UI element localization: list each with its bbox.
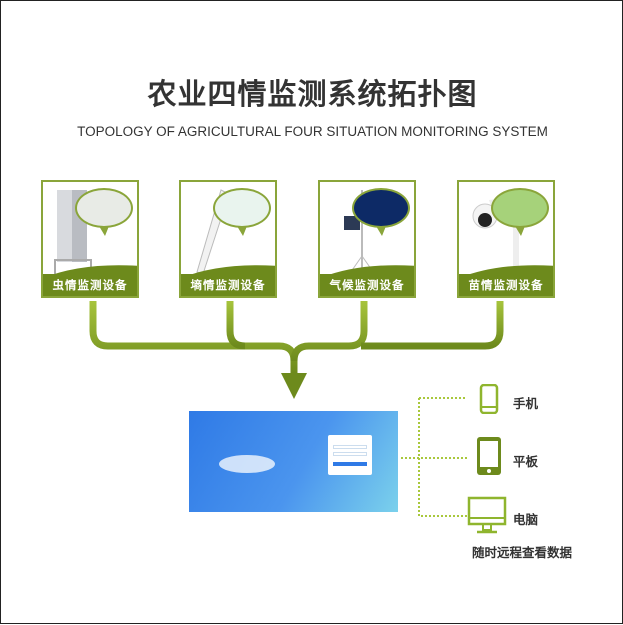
soil-data-bubble <box>213 188 271 228</box>
client-label: 平板 <box>513 454 539 469</box>
remote-caption: 随时远程查看数据 <box>471 545 572 560</box>
device-panel-insect: 虫情监测设备 <box>41 180 139 298</box>
tablet-icon <box>477 437 501 475</box>
device-panel-weather: 气候监测设备 <box>318 180 416 298</box>
login-panel <box>328 435 372 475</box>
client-label: 手机 <box>513 396 539 411</box>
device-label: 墒情监测设备 <box>181 274 275 296</box>
device-label: 气候监测设备 <box>320 274 414 296</box>
insect-photo-bubble <box>75 188 133 228</box>
device-panel-soil: 墒情监测设备 <box>179 180 277 298</box>
cloud-icon <box>219 455 275 473</box>
weather-data-bubble <box>352 188 410 228</box>
device-label: 苗情监测设备 <box>459 274 553 296</box>
page-title: 农业四情监测系统拓扑图 <box>147 77 478 111</box>
monitor-icon <box>467 496 507 534</box>
phone-icon <box>479 384 499 414</box>
device-panel-seedling: 苗情监测设备 <box>457 180 555 298</box>
client-label: 电脑 <box>513 512 539 527</box>
device-label: 虫情监测设备 <box>43 274 137 296</box>
greenhouse-photo-bubble <box>491 188 549 228</box>
down-arrow-icon <box>281 373 307 399</box>
page-subtitle: TOPOLOGY OF AGRICULTURAL FOUR SITUATION … <box>77 124 548 139</box>
platform-login-screen <box>189 411 398 512</box>
